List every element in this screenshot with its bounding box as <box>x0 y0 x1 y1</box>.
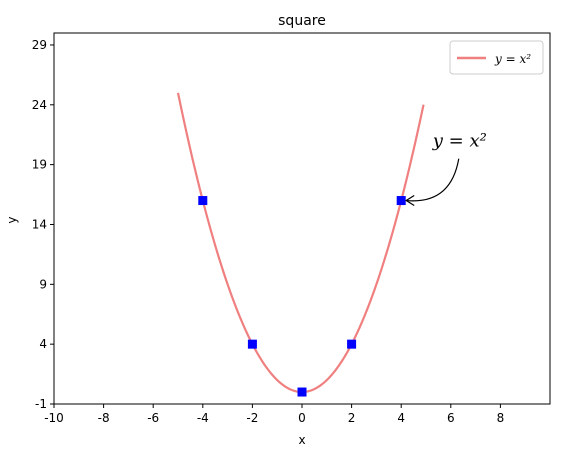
chart-title: square <box>278 13 326 29</box>
x-tick-label: 4 <box>397 411 405 425</box>
y-tick-label: 24 <box>32 98 47 112</box>
y-tick-label: 4 <box>39 337 47 351</box>
x-tick-label: -10 <box>44 411 64 425</box>
y-tick-label: 19 <box>32 158 47 172</box>
annotation-text: y = x² <box>432 131 487 152</box>
x-tick-label: -2 <box>246 411 258 425</box>
x-tick-label: 0 <box>298 411 306 425</box>
x-tick-label: -6 <box>147 411 159 425</box>
x-axis-label: x <box>298 433 305 447</box>
y-tick-label: 29 <box>32 38 47 52</box>
x-tick-label: -8 <box>98 411 110 425</box>
data-point-marker <box>347 339 357 349</box>
x-tick-label: 6 <box>447 411 455 425</box>
annotation-arrowhead <box>405 195 415 207</box>
legend-box <box>449 40 544 75</box>
annotation-arrow <box>406 158 460 202</box>
data-point-marker <box>297 387 307 397</box>
y-tick-label: -1 <box>35 397 47 411</box>
data-point-marker <box>198 196 208 206</box>
y-tick-label: 14 <box>32 217 47 231</box>
x-tick-label: 8 <box>497 411 505 425</box>
data-point-marker <box>247 339 257 349</box>
legend-entry: y = x² <box>494 52 531 66</box>
legend: y = x² <box>449 40 544 75</box>
x-tick-label: 2 <box>348 411 356 425</box>
y-axis-label: y <box>5 216 19 223</box>
data-point-marker <box>396 196 406 206</box>
x-tick-label: -4 <box>197 411 209 425</box>
y-tick-label: 9 <box>39 277 47 291</box>
